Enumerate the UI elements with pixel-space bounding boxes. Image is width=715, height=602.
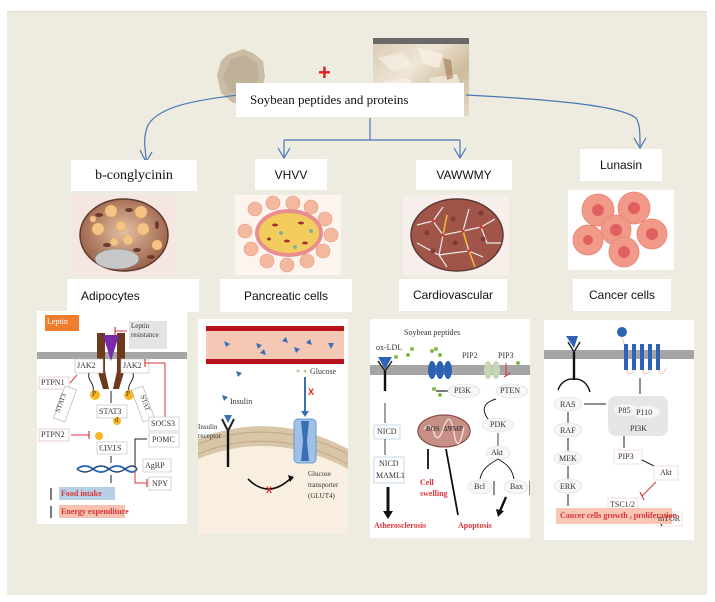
ros-mmp-label: ROS ΔΨMP [426, 425, 463, 433]
nicd-complex-label: NICD [379, 459, 399, 468]
stat3-center-label: STAT3 [99, 407, 122, 416]
mek-label: MEK [559, 454, 577, 463]
pip2-label: PIP2 [462, 351, 478, 360]
peptide-label-vawwmy: VAWWMY [416, 160, 512, 190]
pip3-label-cancer: PIP3 [618, 452, 634, 461]
food-intake-label: Food intake [61, 489, 102, 498]
ptpn2-label: PTPN2 [41, 430, 65, 439]
arrow-to-lunasin [465, 94, 641, 149]
arrowhead-lunasin [633, 137, 647, 150]
raf-label: RAF [560, 426, 576, 435]
arrowhead-vhvv [277, 147, 291, 160]
akt-label: Akt [491, 448, 503, 457]
agrp-label: AgRP [145, 461, 165, 470]
arrow-to-b-conglycinin [144, 94, 239, 161]
jak2-right-label: JAK2 [123, 361, 142, 370]
plus-sign: + [318, 60, 331, 85]
target-label-cancer: Cancer cells [573, 279, 671, 311]
peptide-label-vhvv: VHVV [255, 159, 327, 190]
p85-label: P85 [618, 406, 631, 415]
akt-label-cancer: Akt [660, 468, 672, 477]
pi3k-label-cancer: PI3K [630, 424, 647, 433]
title-box: Soybean peptides and proteins [236, 83, 464, 117]
arrowhead-vawwmy [453, 147, 467, 160]
pten-label: PTEN [500, 386, 520, 395]
pancreatic-image [235, 195, 341, 275]
jak2-left-label: JAK2 [77, 361, 96, 370]
mtor-label: mTOR [658, 514, 681, 523]
ox-ldl-label: ox-LDL [376, 343, 403, 352]
leptin-label: Leptin [47, 317, 68, 326]
glucose-label: Glucose [310, 367, 337, 376]
apoptosis-label: Apoptosis [458, 521, 492, 530]
cardiovascular-pathway-panel: Soybean peptides ox-LDL PIP2 PIP3 PI3K P… [370, 319, 530, 538]
bcl-label: Bcl [474, 482, 486, 491]
cell-swelling-label: Cell swelling [420, 478, 448, 498]
insulin-pathway-panel: Glucose X Insulin Insulin receptor Gluco… [198, 319, 348, 534]
target-label-pancreatic: Pancreatic cells [220, 279, 352, 312]
maml1-label: MAML1 [376, 471, 405, 480]
cancer-cells-image [568, 190, 674, 270]
cancer-pathway-panel: RAS P85 P110 PI3K RAF PIP3 MEK Akt ERK T… [544, 320, 694, 540]
phospho-left-label: P [92, 390, 96, 398]
soybean-peptides-label: Soybean peptides [404, 328, 461, 337]
insulin-label: Insulin [230, 397, 253, 406]
erk-label: ERK [560, 482, 576, 491]
glut4-label: Glucose transporter (GLUT4) [308, 470, 339, 500]
pip3-label: PIP3 [498, 351, 514, 360]
tsc-label: TSC1/2 [610, 500, 635, 509]
atherosclerosis-label: Atherosclerosis [374, 521, 427, 530]
phospho-right-label: P [126, 390, 130, 398]
socs3-label: SOCS3 [151, 419, 176, 428]
peptide-label-b-conglycinin: b-conglycinin [71, 160, 197, 191]
nicd-label: NICD [377, 427, 397, 436]
bax-label: Bax [510, 482, 523, 491]
signal-block-icon: X [266, 485, 273, 495]
peptide-label-lunasin: Lunasin [580, 149, 662, 181]
adipocyte-image [71, 195, 177, 275]
ptpn1-label: PTPN1 [41, 378, 65, 387]
d-label: d [115, 416, 119, 424]
insulin-receptor-label: Insulin receptor [198, 423, 221, 440]
pomc-label: POMC [152, 435, 175, 444]
pdk-label: PDK [490, 420, 507, 429]
leptin-resistance-label: Leptin resistance [131, 322, 159, 339]
ras-label: RAS [560, 400, 576, 409]
npy-label: NPY [152, 479, 169, 488]
cardiovascular-image [403, 195, 509, 275]
p110-label: P110 [636, 408, 653, 417]
stat3-dimer-label: STAT3 [99, 443, 122, 452]
glucose-block-icon: X [308, 387, 315, 397]
target-label-cardiovascular: Cardiovascular [399, 279, 507, 311]
pi3k-label: PI3K [454, 386, 471, 395]
energy-expenditure-label: Energy expenditure [61, 507, 129, 516]
leptin-pathway-panel: Leptin Leptin resistance JAK2 JAK2 PTPN1… [37, 311, 187, 524]
title-text: Soybean peptides and proteins [250, 92, 409, 107]
target-label-adipocytes: Adipocytes [67, 279, 199, 312]
cancer-outcome-label: Cancer cells growth , proliferation [560, 511, 678, 520]
